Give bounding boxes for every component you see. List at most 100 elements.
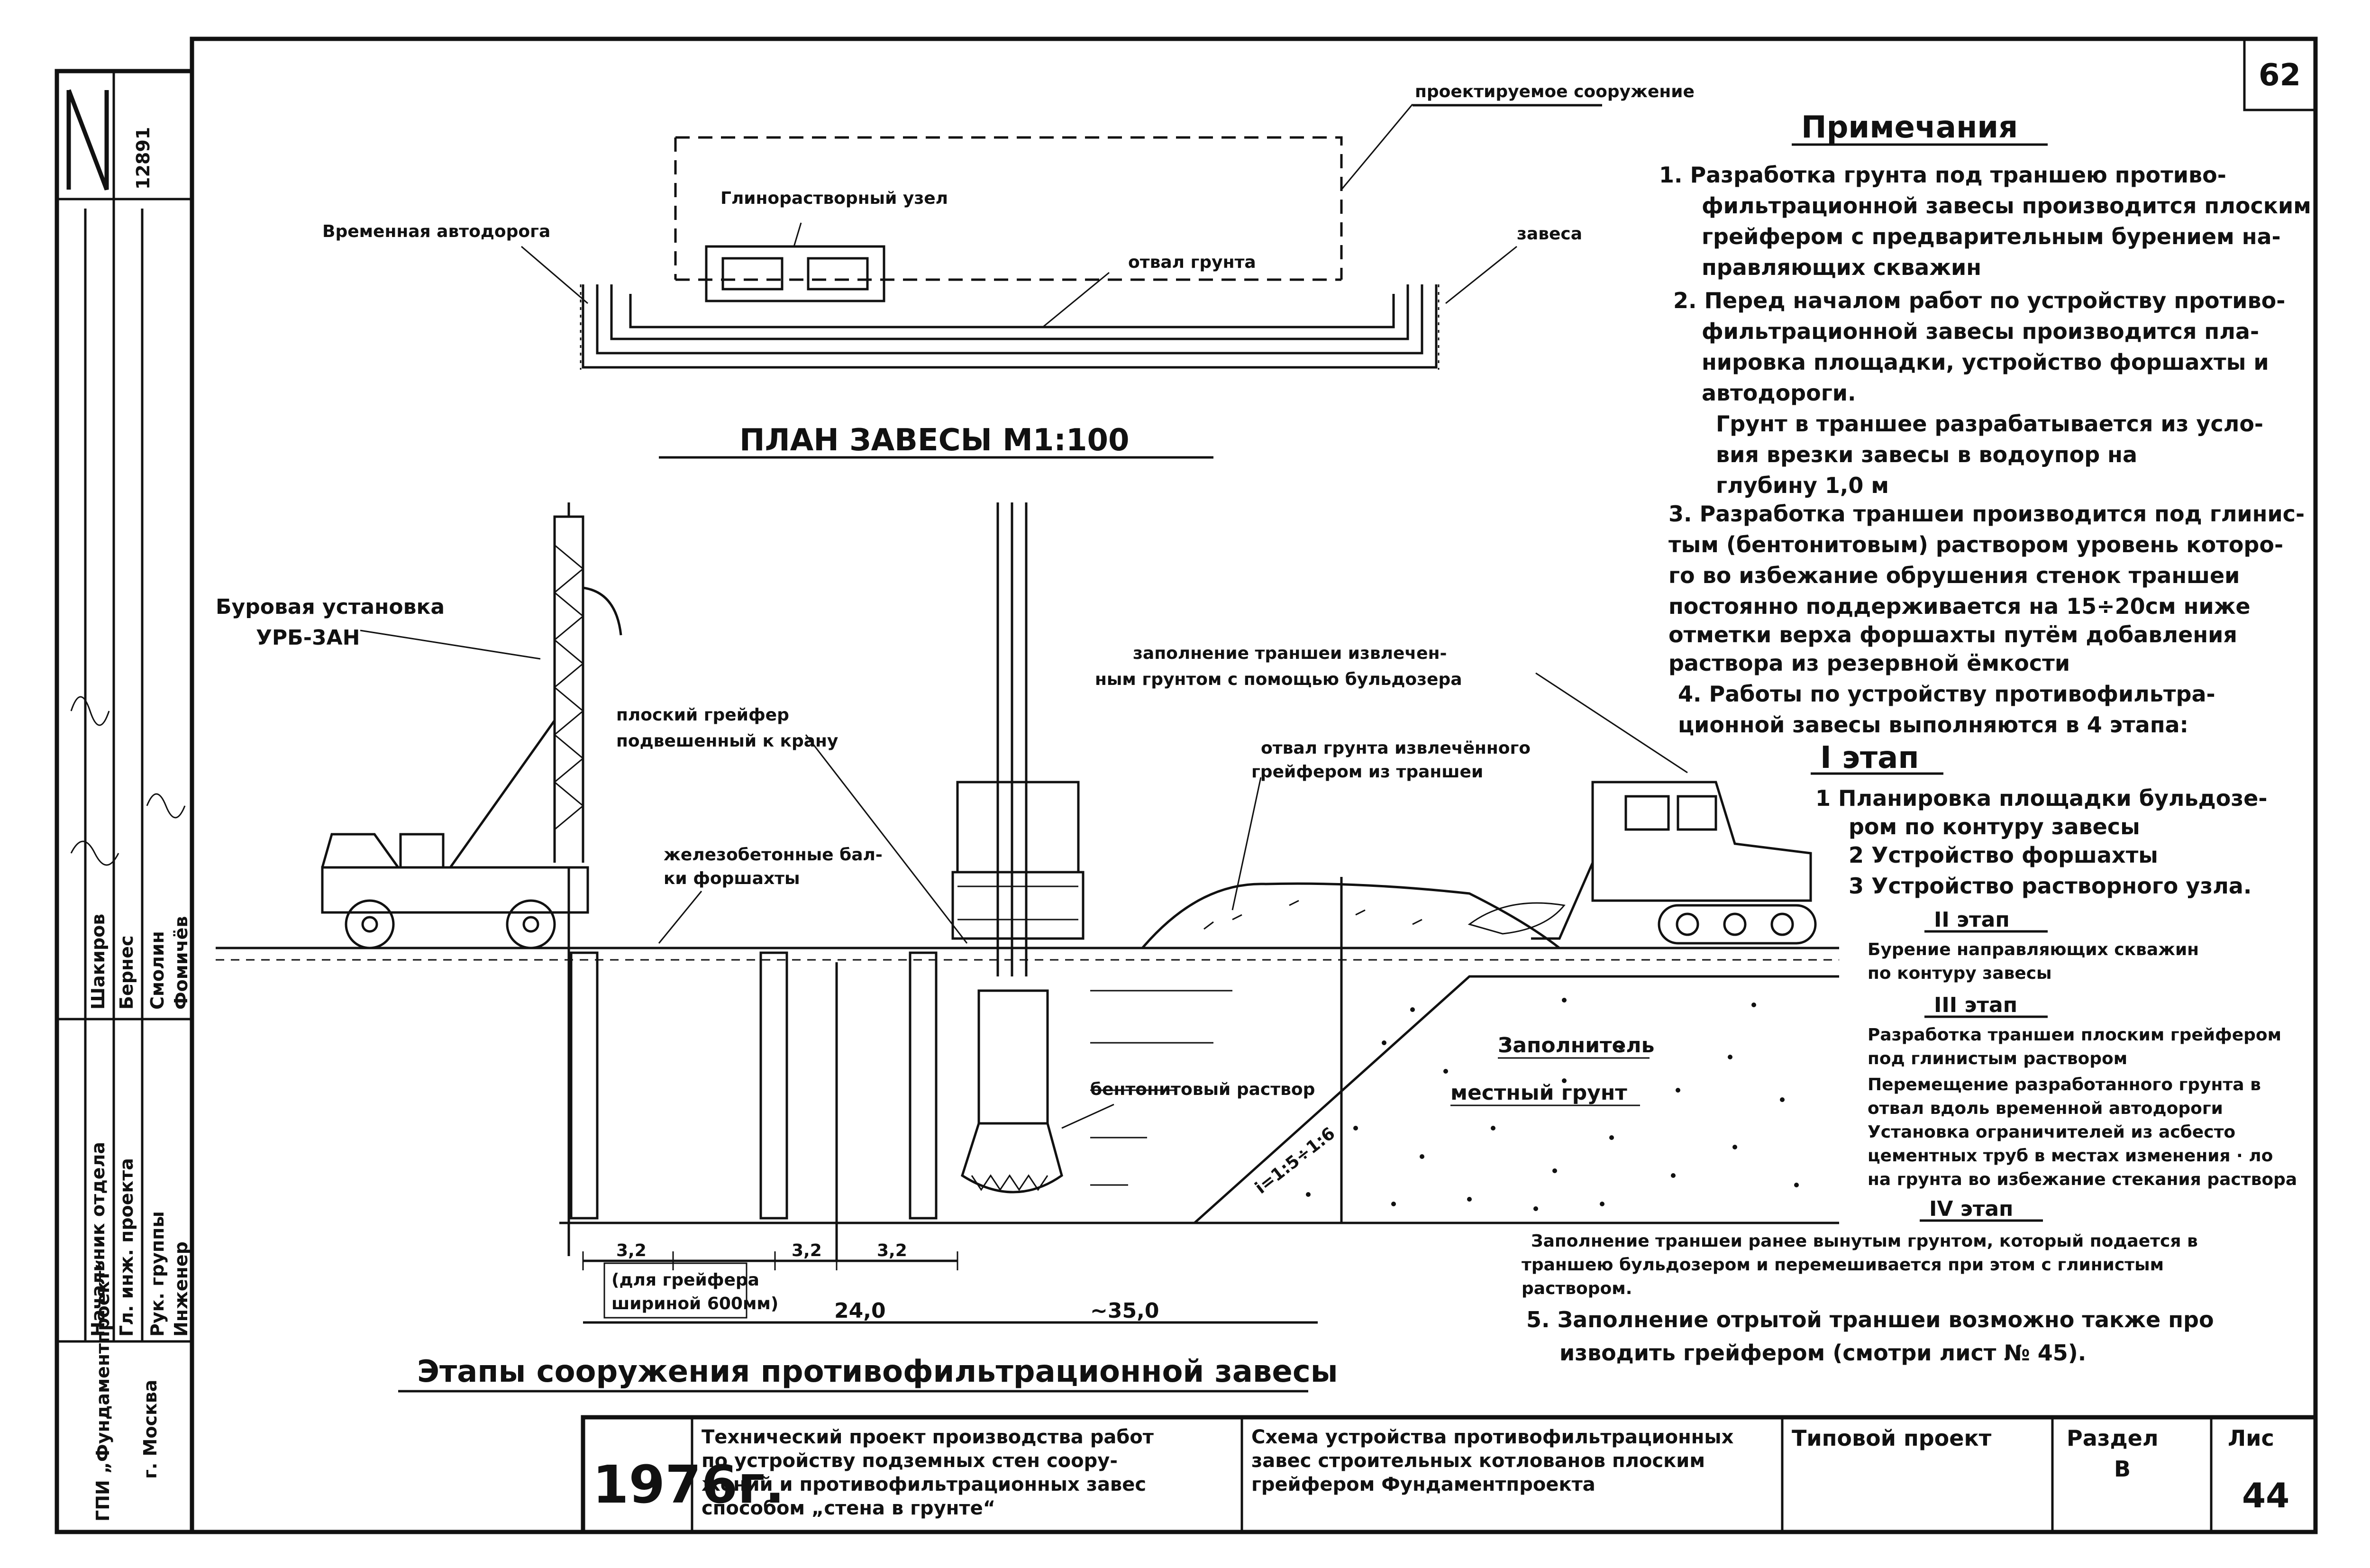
signature-marks [70, 696, 186, 866]
side-stamp: 12891 Начальник отдела Гл. инж. проекта … [57, 71, 192, 1522]
archive-n-mark [66, 89, 109, 191]
label-curtain: завеса [1517, 224, 1582, 244]
section-drawing: Буровая установка УРБ-3АН плоский грейфе… [216, 502, 1839, 1393]
label-grab-hanging: подвешенный к крану [616, 731, 838, 751]
stamp-role-2: Гл. инж. проекта [116, 1158, 137, 1337]
note-line: фильтрационной завесы производится пла- [1702, 319, 2259, 344]
borehole-3 [909, 951, 938, 1220]
tb-scheme-line: Схема устройства противофильтрационных [1251, 1426, 1734, 1448]
label-mortar-unit: Глинорастворный узел [720, 189, 948, 208]
stage-4-line: раствором. [1522, 1279, 1632, 1298]
stage-1-line: 3 Устройство растворного узла. [1849, 873, 2252, 899]
stamp-name-2: Бернес [116, 936, 137, 1010]
note-line: грейфером с предварительным бурением на- [1702, 224, 2281, 249]
label-trench-fill: заполнение траншеи извлечен- [1133, 644, 1447, 663]
note-line: 3. Разработка траншеи производится под г… [1668, 501, 2305, 527]
label-drilling-rig: Буровая установка [216, 595, 445, 619]
tb-project-line: жений и противофильтрационных завес [702, 1474, 1146, 1495]
tb-section-label: Раздел [2067, 1425, 2159, 1451]
note-line: го во избежание обрушения стенок траншеи [1668, 563, 2240, 588]
stage-1-line: ром по контуру завесы [1849, 814, 2140, 839]
note-line: Грунт в траншее разрабатывается из усло- [1716, 411, 2263, 437]
designed-structure-outline [675, 136, 1343, 280]
stage-2-line: Бурение направляющих скважин [1868, 940, 2199, 959]
stamp-name-3: Смолин [147, 931, 168, 1010]
stamp-role-1: Начальник отдела [88, 1142, 109, 1337]
tb-project-line: по устройству подземных стен соору- [702, 1450, 1118, 1472]
label-rc-beams: железобетонные бал- [664, 845, 883, 865]
notes-block: Примечания 1. Разработка грунта под тран… [1522, 110, 2311, 1366]
note-line: постоянно поддерживается на 15÷20см ниже [1668, 593, 2251, 619]
stage-4-line: 5. Заполнение отрытой траншеи возможно т… [1526, 1307, 2214, 1332]
stamp-role-4: Инженер [171, 1241, 191, 1337]
fill-slope [1194, 975, 1839, 1224]
note-line: автодороги. [1702, 380, 1856, 406]
stage-4-line: изводить грейфером (смотри лист № 45). [1559, 1340, 2086, 1366]
note-line: ционной завесы выполняются в 4 этапа: [1678, 712, 2188, 738]
label-filler: Заполнитель [1498, 1033, 1654, 1057]
stage-3-line: Разработка траншеи плоским грейфером [1868, 1025, 2281, 1045]
sheet-number: 62 [2259, 58, 2301, 93]
stamp-name-4: Фомичёв [171, 916, 191, 1010]
tb-year: 1976г. [592, 1454, 784, 1515]
stage-2-line: по контуру завесы [1868, 964, 2052, 983]
label-local-soil: местный грунт [1450, 1081, 1627, 1105]
stage-1-line: 2 Устройство форшахты [1849, 842, 2158, 868]
stage-1-line: 1 Планировка площадки бульдозе- [1815, 785, 2267, 811]
notes-heading: Примечания [1801, 110, 2018, 145]
spoil-heap [1141, 882, 1560, 949]
borehole-1 [570, 951, 599, 1220]
soil-dots [1306, 998, 1799, 1211]
note-line: тым (бентонитовым) раствором уровень кот… [1668, 532, 2283, 557]
org-name: ГПИ „Фундаментпроект“ [92, 1259, 113, 1522]
note-line: 1. Разработка грунта под траншею противо… [1659, 162, 2226, 188]
note-line: глубину 1,0 м [1716, 473, 1889, 498]
stage-4-line: Заполнение траншеи ранее вынутым грунтом… [1531, 1231, 2198, 1251]
stage-4-title: IV этап [1929, 1197, 2013, 1221]
stage-3-line: Перемещение разработанного грунта в [1868, 1075, 2261, 1094]
stage-2-title: II этап [1934, 908, 2010, 932]
archive-number: 12891 [133, 127, 154, 190]
note-line: 2. Перед началом работ по устройству про… [1673, 288, 2285, 313]
note-line: 4. Работы по устройству противофильтра- [1678, 681, 2215, 707]
stamp-name-1: Шакиров [88, 914, 109, 1010]
drilling-rig [321, 502, 622, 1256]
note-line: правляющих скважин [1702, 255, 1981, 280]
label-temp-road: Временная автодорога [322, 222, 550, 241]
section-title: Этапы сооружения противофильтрационной з… [417, 1354, 1338, 1389]
tb-section-value: В [2114, 1456, 2131, 1482]
dim-1: 3,2 [616, 1241, 647, 1260]
title-block: 1976г. Технический проект производства р… [581, 1415, 2318, 1534]
dim-3: 3,2 [877, 1241, 907, 1260]
label-flat-grab: плоский грейфер [616, 705, 789, 725]
note-line: фильтрационной завесы производится плоск… [1702, 193, 2311, 219]
tb-scheme-line: грейфером Фундаментпроекта [1251, 1474, 1595, 1495]
label-dump: отвал грунта [1128, 253, 1256, 272]
tb-sheet-value: 44 [2242, 1476, 2289, 1515]
org-city: г. Москва [140, 1380, 161, 1479]
label-rig-model: УРБ-3АН [256, 626, 360, 650]
stage-3-line: на грунта во избежание стекания раствора [1868, 1170, 2297, 1189]
mortar-unit-block [705, 245, 885, 302]
label-bentonite: бентонитовый раствор [1090, 1080, 1315, 1099]
stage-3-line: отвал вдоль временной автодороги [1868, 1099, 2223, 1118]
stage-1-title: I этап [1820, 740, 1919, 775]
tb-project-line: способом „стена в грунте“ [702, 1497, 995, 1519]
label-designed-structure: проектируемое сооружение [1415, 82, 1695, 101]
dim-total: 24,0 [834, 1299, 886, 1323]
grab-body [977, 989, 1049, 1125]
crane-grab [951, 502, 1085, 1194]
sheet-number-box: 62 [2243, 37, 2317, 111]
note-line: вия врезки завесы в водоупор на [1716, 442, 2137, 467]
curtain-outline [629, 294, 1395, 328]
note-line: отметки верха форшахты путём добавления [1668, 622, 2237, 647]
tb-scheme-line: завес строительных котлованов плоским [1251, 1450, 1705, 1472]
label-spoil: отвал грунта извлечённого [1261, 738, 1531, 758]
tb-type: Типовой проект [1792, 1425, 1992, 1451]
dim-2: 3,2 [792, 1241, 822, 1260]
stage-4-line: траншею бульдозером и перемешивается при… [1522, 1255, 2164, 1275]
dim-far: ~35,0 [1090, 1299, 1159, 1323]
stage-3-line: цементных труб в местах изменения · ло [1868, 1146, 2273, 1166]
grab-note-2: шириной 600мм) [611, 1294, 778, 1313]
grab-note-1: (для грейфера [611, 1270, 759, 1290]
